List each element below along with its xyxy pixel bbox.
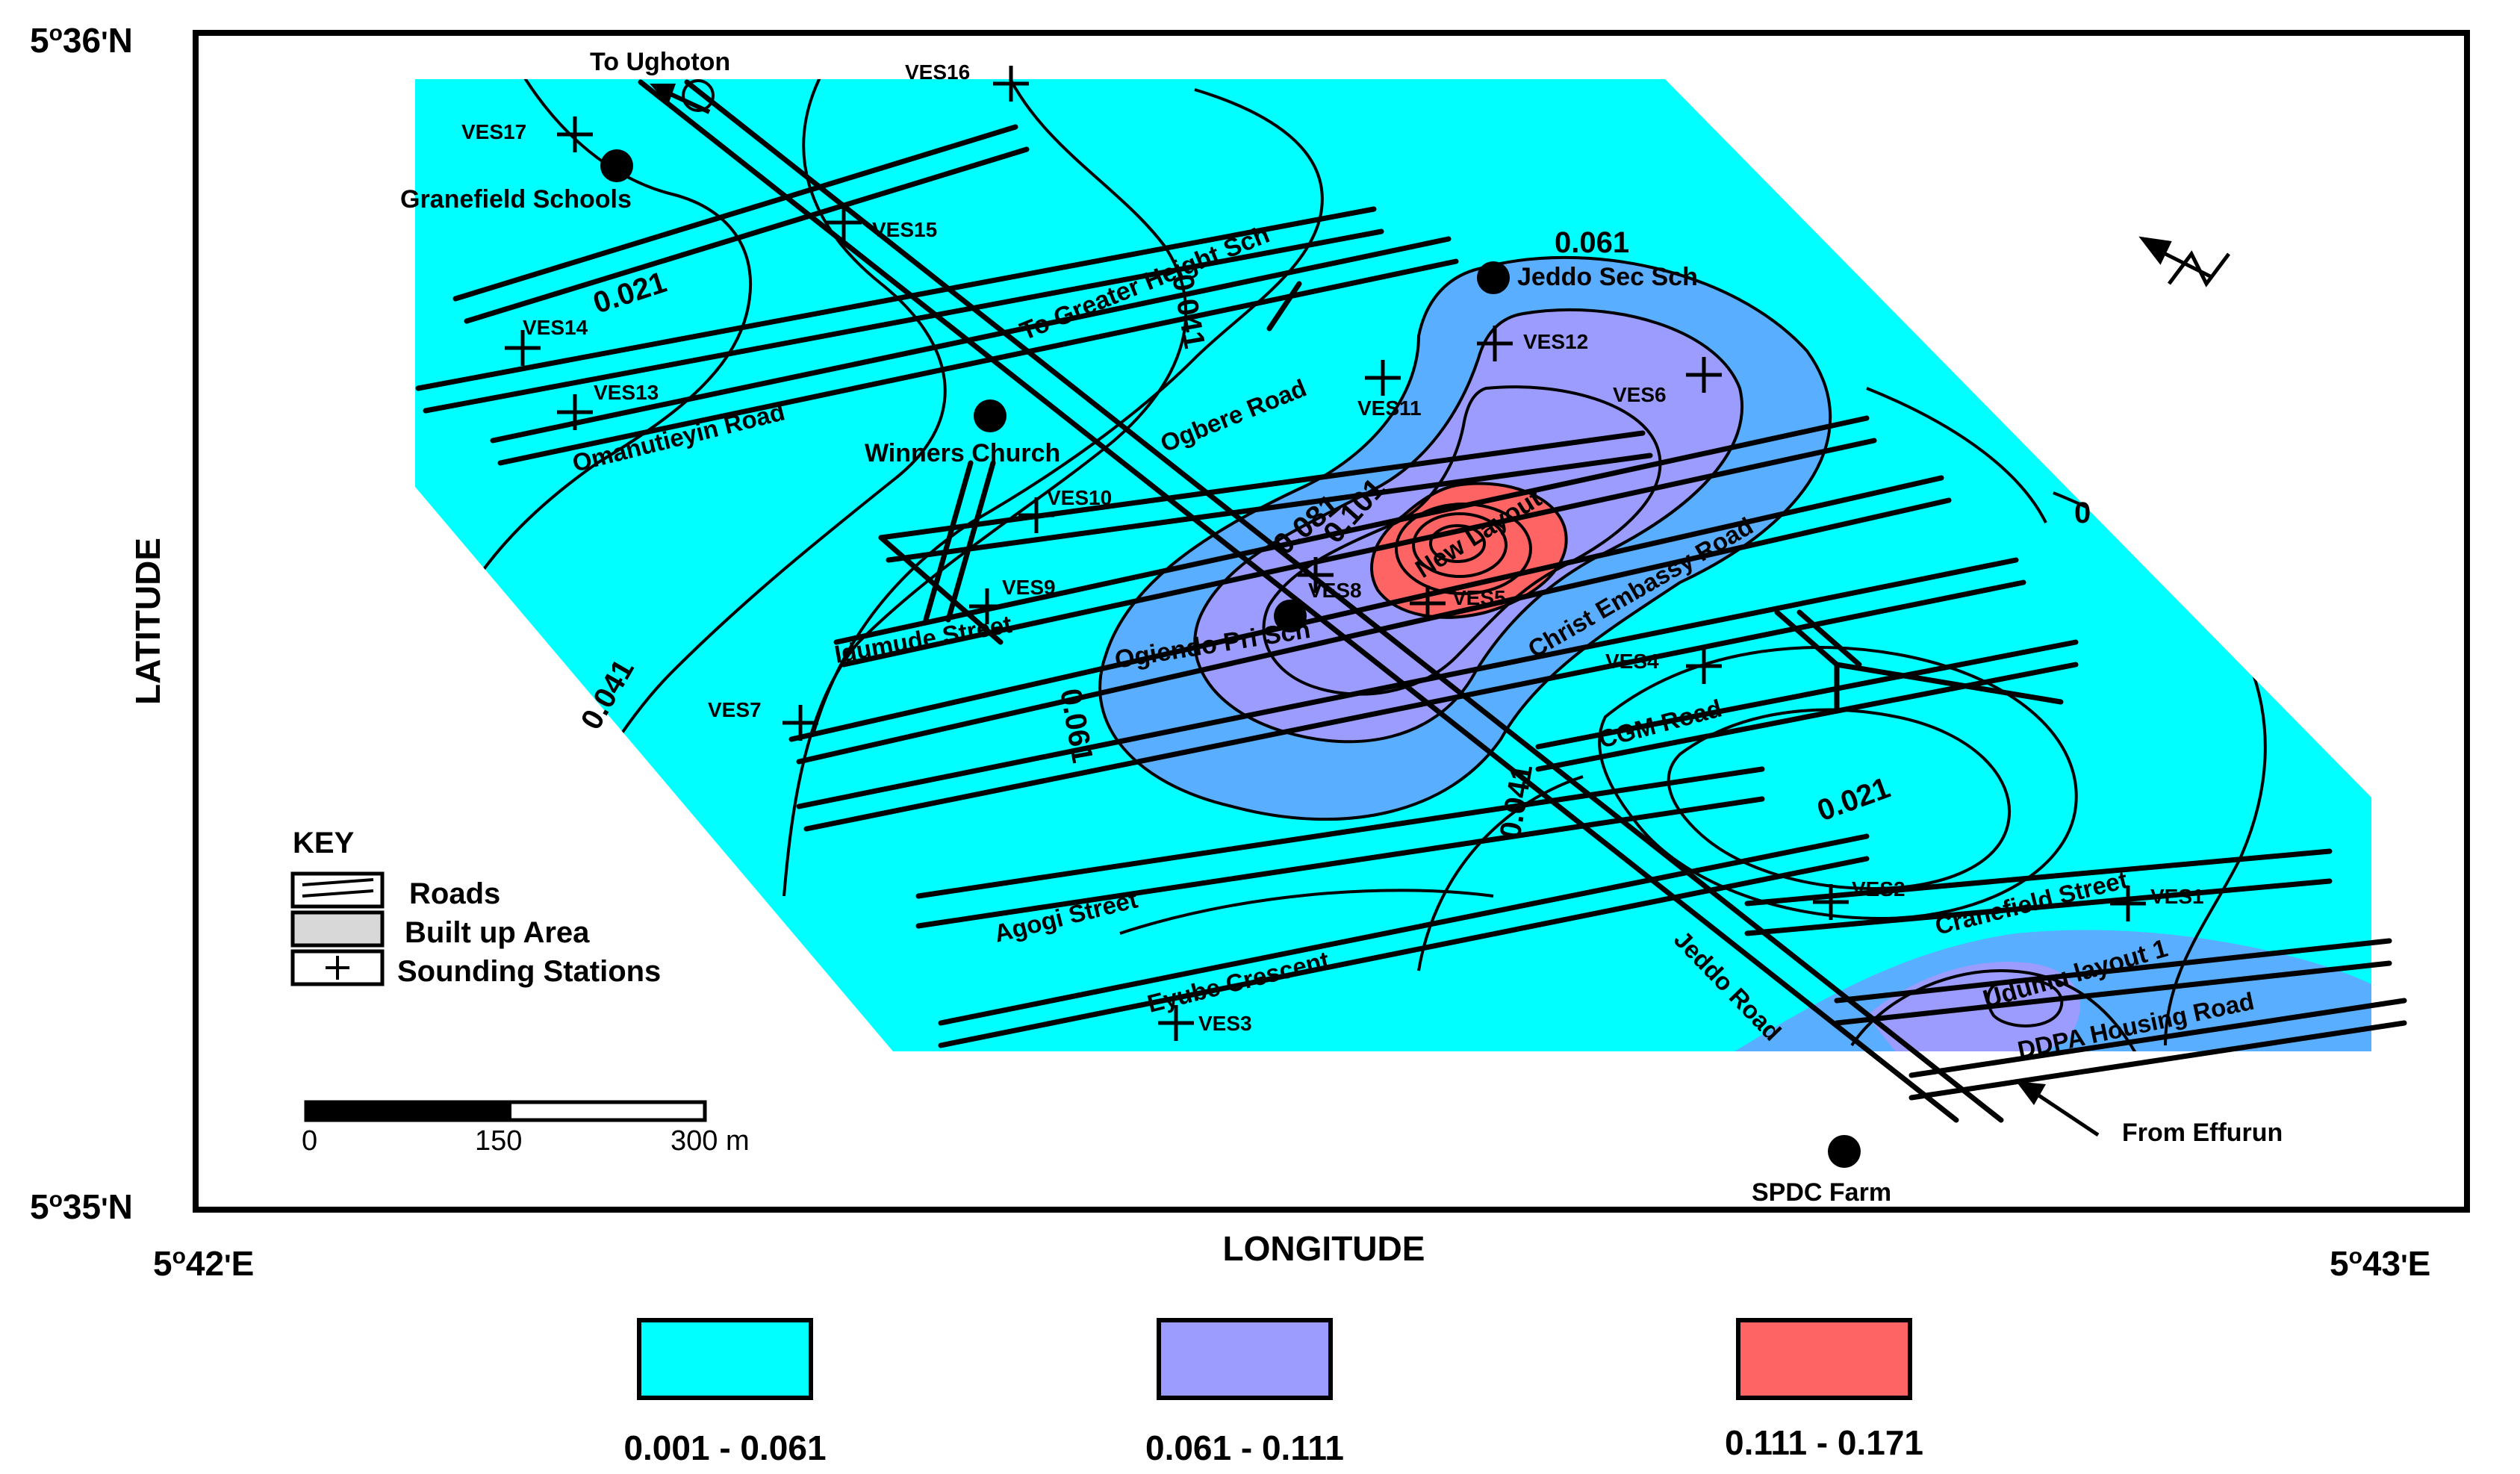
station-cross-ves11 — [1365, 360, 1401, 396]
station-label-ves6: VES6 — [1613, 383, 1667, 406]
station-label-ves9: VES9 — [1002, 576, 1056, 599]
resistivity-legend: 0.001 - 0.061 0.061 - 0.111 0.111 - 0.17… — [623, 1318, 1923, 1467]
station-cross-ves17 — [557, 116, 593, 152]
station-cross-ves2 — [1813, 884, 1849, 920]
station-cross-ves8 — [1298, 557, 1334, 593]
scale-label-150: 150 — [475, 1125, 522, 1157]
label-granefield-schools: Granefield Schools — [400, 185, 632, 214]
station-cross-ves12 — [1477, 326, 1513, 361]
station-label-ves14: VES14 — [523, 316, 588, 339]
station-label-ves2: VES2 — [1852, 877, 1905, 901]
station-label-ves15: VES15 — [872, 218, 937, 241]
station-marks — [505, 66, 2146, 1041]
dot-ogiendo-pri-sch — [1274, 600, 1307, 632]
coord-bottom-x-right: 5o43'E — [2330, 1244, 2430, 1283]
station-label-ves17: VES17 — [461, 120, 526, 143]
north-arrow-icon — [2138, 236, 2230, 287]
latitude-axis-label: LATITUDE — [128, 538, 167, 705]
station-label-ves3: VES3 — [1198, 1012, 1252, 1035]
key-title: KEY — [293, 827, 355, 859]
dot-winners-church — [974, 399, 1007, 432]
legend-label-mid: 0.061 - 0.111 — [1145, 1428, 1344, 1467]
label-to-ughoton: To Ughoton — [590, 48, 730, 76]
legend-swatch-high — [1736, 1318, 1912, 1400]
station-label-ves4: VES4 — [1605, 650, 1659, 673]
label-winners-church: Winners Church — [865, 439, 1060, 467]
key-built-up-label: Built up Area — [405, 916, 590, 949]
station-cross-ves14 — [505, 330, 541, 366]
station-label-ves7: VES7 — [708, 698, 762, 721]
station-label-ves10: VES10 — [1047, 486, 1112, 509]
station-cross-ves5 — [1410, 585, 1446, 621]
label-jeddo-sec-sch: Jeddo Sec Sch — [1517, 263, 1698, 291]
legend-label-high: 0.111 - 0.171 — [1725, 1423, 1923, 1462]
station-label-ves13: VES13 — [594, 381, 659, 404]
effurun-arrow — [2016, 1081, 2100, 1137]
legend-label-low: 0.001 - 0.061 — [623, 1428, 826, 1467]
legend-swatch-low — [637, 1318, 813, 1400]
map-key: KEY Roads Built up Area Sounding Station… — [290, 827, 661, 988]
scale-bar: 0 150 300 m — [302, 1100, 750, 1157]
key-roads-label: Roads — [409, 877, 500, 910]
station-labels: VES1 VES2 VES3 VES4 VES5 VES6 VES7 VES8 … — [461, 60, 2204, 1035]
station-cross-ves10 — [1018, 497, 1054, 533]
contour-label-0-right: 0 — [2074, 497, 2091, 529]
landmarks — [600, 149, 1861, 1168]
station-label-ves16: VES16 — [905, 60, 970, 84]
station-cross-ves7 — [783, 705, 818, 741]
coord-bottom-left: 5o35'N — [30, 1187, 133, 1226]
dot-spdc-farm — [1828, 1135, 1861, 1168]
label-spdc-farm: SPDC Farm — [1752, 1178, 1891, 1207]
contour-label-0061-top: 0.061 — [1555, 226, 1629, 259]
station-cross-ves6 — [1686, 357, 1722, 393]
roads-layer — [415, 79, 2407, 1123]
legend-swatch-mid — [1157, 1318, 1333, 1400]
label-from-effurun: From Effurun — [2122, 1119, 2283, 1147]
scale-label-0: 0 — [302, 1125, 317, 1157]
longitude-axis-label: LONGITUDE — [1223, 1229, 1425, 1268]
scale-label-300: 300 m — [671, 1125, 750, 1157]
station-cross-ves9 — [969, 588, 1005, 624]
dot-jeddo-sec-sch — [1477, 261, 1510, 294]
key-sounding-label: Sounding Stations — [397, 955, 661, 988]
axis-coordinates: 5o36'N 5o35'N 5o42'E 5o43'E — [30, 21, 2430, 1283]
coord-bottom-x-left: 5o42'E — [153, 1244, 254, 1283]
station-label-ves1: VES1 — [2150, 885, 2204, 908]
ughoton-arrow — [650, 79, 715, 114]
key-built-up-swatch — [290, 910, 385, 948]
station-cross-ves13 — [557, 394, 593, 430]
station-cross-ves3 — [1158, 1005, 1194, 1041]
station-cross-ves1 — [2110, 886, 2146, 921]
station-cross-ves15 — [826, 205, 862, 240]
station-cross-ves16 — [993, 66, 1029, 102]
dot-granefield-schools — [600, 149, 633, 182]
coord-top-left: 5o36'N — [30, 21, 133, 60]
station-label-ves8: VES8 — [1308, 579, 1362, 602]
station-cross-ves4 — [1686, 648, 1722, 684]
station-label-ves11: VES11 — [1357, 397, 1422, 420]
station-label-ves12: VES12 — [1523, 330, 1588, 353]
station-label-ves5: VES5 — [1452, 586, 1506, 609]
